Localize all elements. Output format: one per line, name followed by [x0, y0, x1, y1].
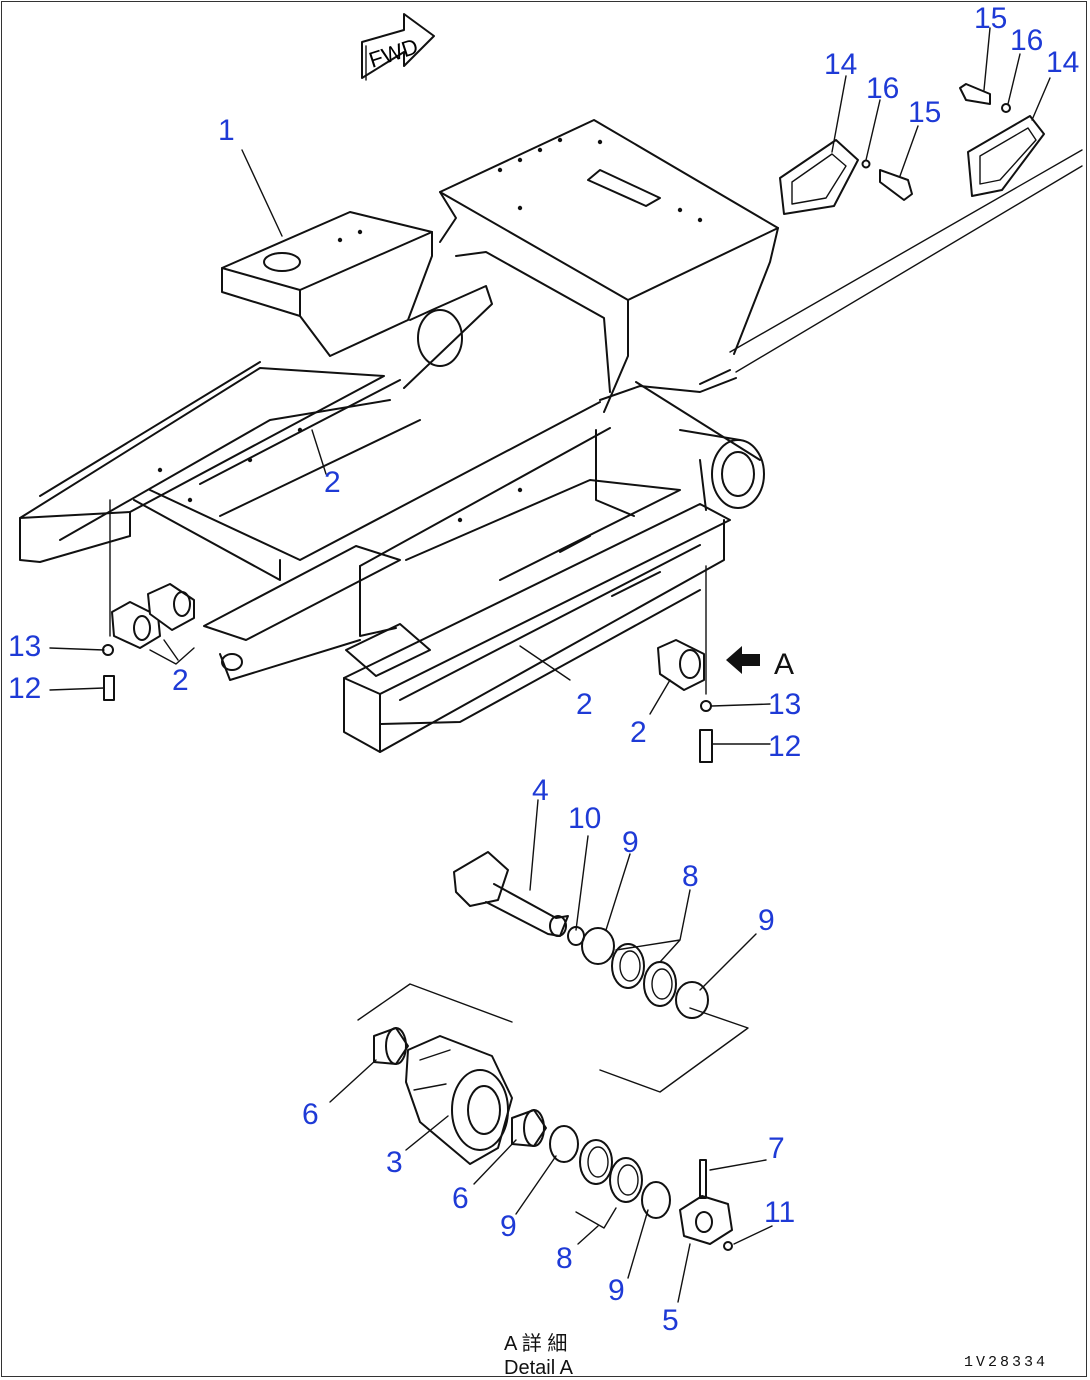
- callout-9-bottom-right: 9: [608, 1274, 625, 1307]
- callout-2-right: 2: [630, 716, 647, 749]
- detail-caption-jp: A 詳 細: [504, 1332, 567, 1355]
- bolt-right: [959, 83, 1011, 113]
- frame-rivets: [157, 137, 703, 523]
- rollers-left-group: [102, 583, 195, 701]
- callout-15-right: 15: [974, 2, 1007, 35]
- callout-8-top: 8: [682, 860, 699, 893]
- forward-arrow-icon: FWD: [361, 13, 435, 81]
- bushing-left: [373, 1027, 409, 1065]
- callout-10: 10: [568, 802, 601, 835]
- collar-block: [679, 1159, 733, 1251]
- callout-7: 7: [768, 1132, 785, 1165]
- callout-9-bottom-left: 9: [500, 1210, 517, 1243]
- callout-9-right: 9: [758, 904, 775, 937]
- track-frame: [19, 119, 1083, 753]
- callout-14-right: 14: [1046, 46, 1079, 79]
- callout-12-left: 12: [8, 672, 41, 705]
- view-arrow-icon: [726, 646, 760, 674]
- callout-14-left: 14: [824, 48, 857, 81]
- drawing-code: 1V28334: [964, 1354, 1048, 1371]
- rollers-right-unit: [657, 639, 713, 763]
- callout-16-right: 16: [1010, 24, 1043, 57]
- callout-9-top: 9: [622, 826, 639, 859]
- callout-2-upper: 2: [324, 466, 341, 499]
- callout-13-right: 13: [768, 688, 801, 721]
- callouts: 1 2 2 2 2 13 12 13 12 14 14 15 16 16 15 …: [8, 2, 1079, 1337]
- callout-5: 5: [662, 1304, 679, 1337]
- callout-16-left: 16: [866, 72, 899, 105]
- detail-caption: Detail A: [504, 1357, 574, 1379]
- cover-plate-right: [967, 115, 1045, 197]
- callout-2-rail: 2: [576, 688, 593, 721]
- callout-6-right: 6: [452, 1182, 469, 1215]
- callout-6-left: 6: [302, 1098, 319, 1131]
- callout-15-left: 15: [908, 96, 941, 129]
- callout-12-right: 12: [768, 730, 801, 763]
- bushing-right: [511, 1109, 547, 1147]
- leader-lines: [49, 27, 1051, 1303]
- seal-set-lower: [549, 1125, 671, 1229]
- callout-1: 1: [218, 114, 235, 147]
- callout-8-bottom: 8: [556, 1242, 573, 1275]
- callout-11: 11: [764, 1196, 795, 1229]
- track-roller-wheel: [405, 1035, 513, 1165]
- cover-plate-left: [779, 139, 859, 215]
- callout-13-left: 13: [8, 630, 41, 663]
- bolt-left: [861, 159, 913, 201]
- callout-3: 3: [386, 1146, 403, 1179]
- view-letter: A: [774, 648, 794, 681]
- callout-2-left: 2: [172, 664, 189, 697]
- shaft-assembly: [357, 851, 749, 1093]
- callout-4: 4: [532, 774, 549, 807]
